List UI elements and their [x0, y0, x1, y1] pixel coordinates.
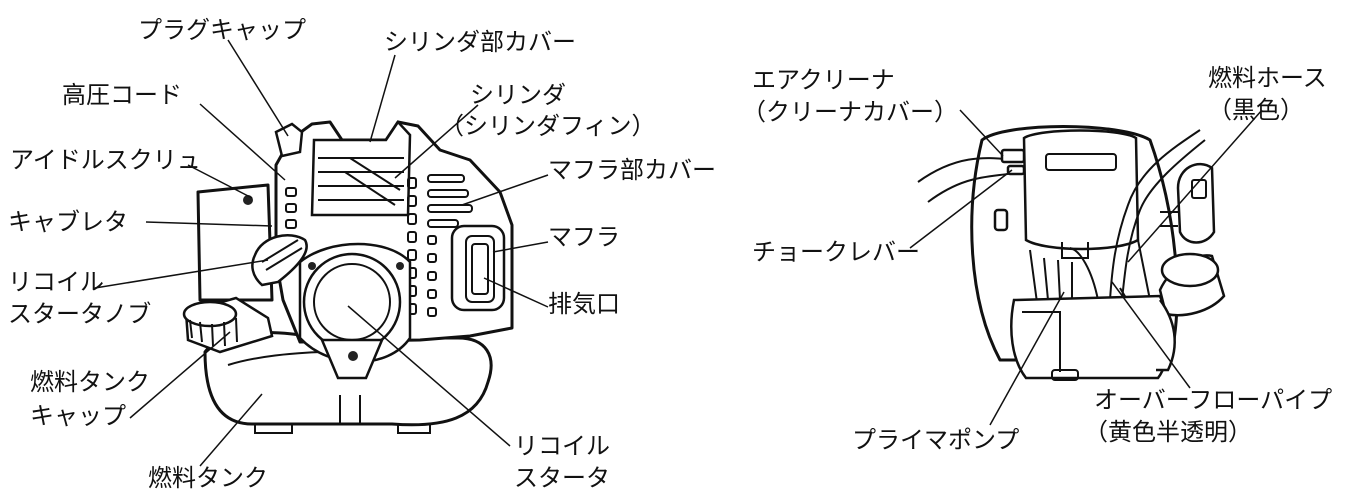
- left-labels: プラグキャップ シリンダ部カバー 高圧コード シリンダ （シリンダフィン） アイ…: [8, 16, 716, 492]
- label-air-cleaner-1: エアクリーナ: [752, 66, 895, 94]
- label-fuel-cap-2: キャップ: [30, 402, 126, 430]
- label-cylinder: シリンダ: [470, 81, 566, 109]
- label-idle-screw: アイドルスクリュ: [10, 146, 201, 174]
- label-cylinder-fin: （シリンダフィン）: [440, 112, 656, 140]
- label-choke-lever: チョークレバー: [752, 238, 920, 266]
- recoil-starter-shape: [302, 252, 402, 352]
- label-recoil-knob-1: リコイル: [8, 268, 104, 296]
- label-fuel-hose-1: 燃料ホース: [1208, 64, 1327, 92]
- label-overflow-pipe-1: オーバーフローパイプ: [1094, 386, 1332, 414]
- label-recoil-starter-2: スタータ: [514, 464, 610, 492]
- label-exhaust: 排気口: [548, 290, 620, 318]
- label-air-cleaner-2: （クリーナカバー）: [742, 98, 958, 126]
- label-recoil-starter-1: リコイル: [514, 432, 610, 460]
- recoil-knob-shape: [251, 233, 308, 287]
- label-muffler: マフラ: [548, 223, 620, 251]
- label-fuel-hose-2: （黒色）: [1208, 96, 1304, 124]
- label-fuel-cap-1: 燃料タンク: [30, 368, 150, 396]
- label-overflow-pipe-2: （黄色半透明）: [1084, 418, 1252, 446]
- fuel-tank-cap-shape: [182, 296, 274, 354]
- label-high-voltage-cord: 高圧コード: [62, 81, 182, 109]
- label-primer-pump: プライマポンプ: [852, 426, 1019, 454]
- label-recoil-knob-2: スタータノブ: [8, 300, 151, 328]
- label-carburetor: キャブレタ: [8, 208, 128, 236]
- right-engine-illustration: [917, 125, 1226, 381]
- air-cleaner-cover-shape: [1022, 129, 1140, 251]
- label-fuel-tank: 燃料タンク: [148, 464, 268, 492]
- label-cylinder-cover: シリンダ部カバー: [384, 28, 576, 56]
- label-muffler-cover: マフラ部カバー: [548, 156, 716, 184]
- right-labels: エアクリーナ （クリーナカバー） 燃料ホース （黒色） チョークレバー オーバー…: [742, 64, 1332, 454]
- label-plug-cap: プラグキャップ: [138, 16, 306, 44]
- left-engine-illustration: [182, 119, 514, 434]
- leader-lines: [94, 39, 1263, 467]
